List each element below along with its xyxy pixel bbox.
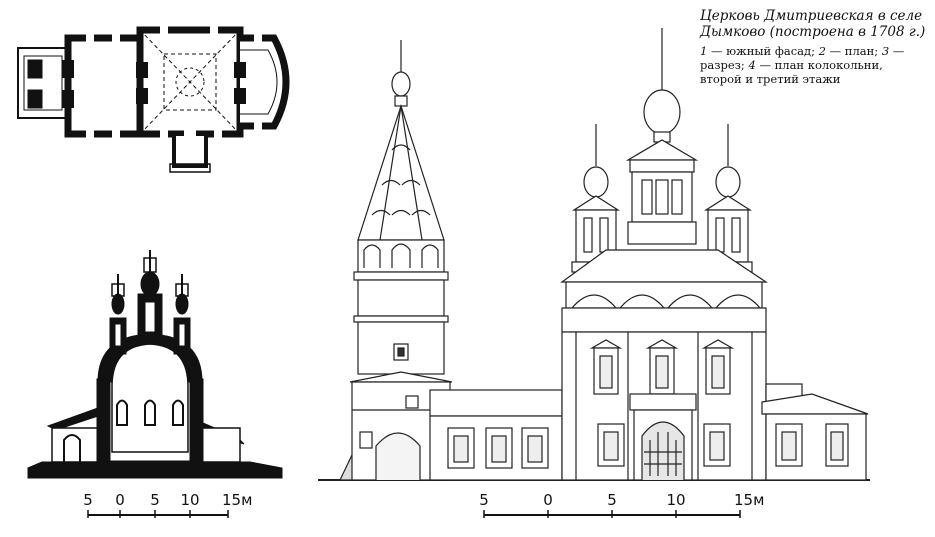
- legend-2-text: — план;: [829, 44, 879, 58]
- scale1-end-label: 15м: [222, 491, 252, 509]
- legend-4-text: — план колокольни, второй и третий этажи: [700, 58, 883, 86]
- legend-1-text: — южный фасад;: [710, 44, 815, 58]
- bell-tower: [349, 40, 453, 481]
- caption-legend: 1 — южный фасад; 2 — план; 3 — разрез; 4…: [700, 44, 928, 86]
- legend-3-text: — разрез;: [700, 44, 905, 72]
- scale1-tick-0: 5: [83, 491, 93, 509]
- legend-4-num: 4: [748, 58, 756, 72]
- scale1-tick-3: 10: [180, 491, 199, 509]
- scale-bar-facade: 5 0 5 10 15м: [479, 491, 764, 518]
- figure-caption: Церковь Дмитриевская в селе Дымково (пос…: [700, 8, 928, 86]
- church-plan: [17, 26, 290, 173]
- scale1-tick-2: 5: [150, 491, 160, 509]
- south-facade: [318, 28, 870, 481]
- main-church: [560, 28, 768, 481]
- scale2-tick-3: 10: [666, 491, 685, 509]
- church-section: [27, 250, 283, 479]
- legend-3-num: 3: [881, 44, 890, 58]
- refectory: [429, 389, 563, 481]
- scale1-tick-1: 0: [115, 491, 125, 509]
- scale2-end-label: 15м: [734, 491, 764, 509]
- east-annex: [761, 383, 869, 481]
- scale2-tick-1: 0: [543, 491, 553, 509]
- legend-1-num: 1: [700, 44, 708, 58]
- scale-bar-section: 5 0 5 10 15м: [83, 491, 252, 518]
- scale2-tick-0: 5: [479, 491, 489, 509]
- legend-2-num: 2: [818, 44, 826, 58]
- caption-title: Церковь Дмитриевская в селе Дымково (пос…: [700, 8, 926, 40]
- scale2-tick-2: 5: [607, 491, 617, 509]
